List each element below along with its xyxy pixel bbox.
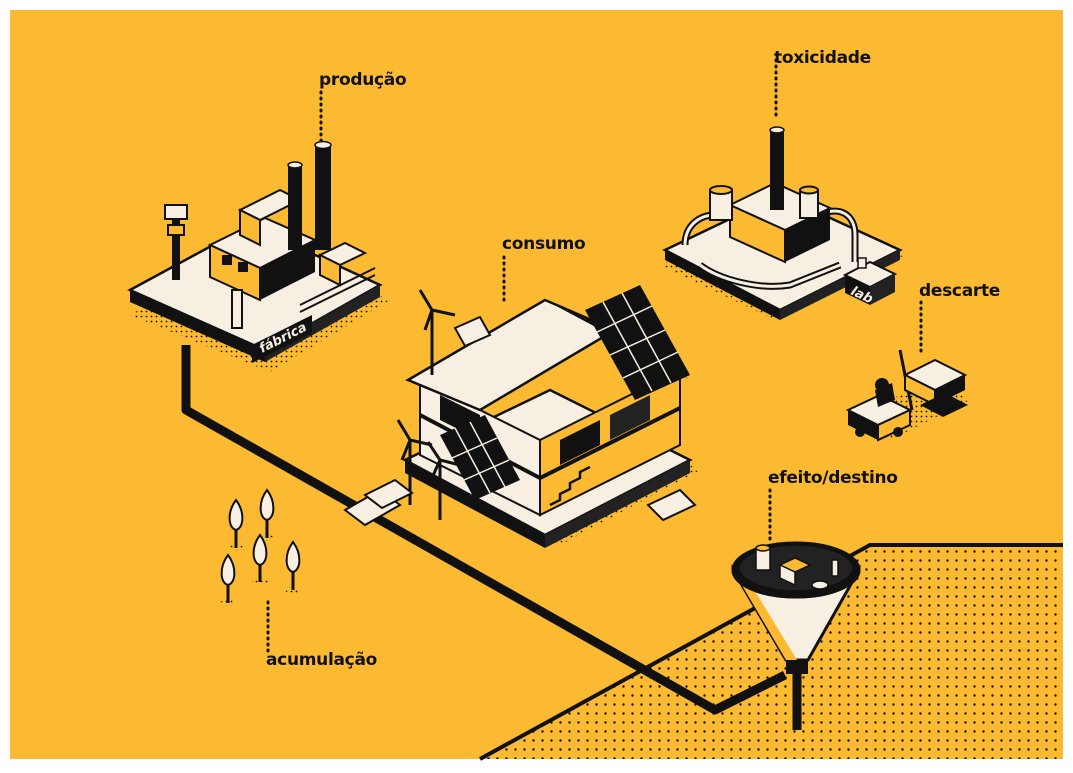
label-toxicidade: toxicidade (774, 48, 871, 68)
trees-group (220, 488, 301, 606)
label-acumulacao: acumulação (266, 650, 377, 670)
pipeline-line (181, 345, 788, 715)
funnel (731, 541, 861, 674)
house-cutaway (343, 285, 700, 548)
label-producao: produção (319, 70, 407, 90)
label-efeito-destino: efeito/destino (768, 468, 898, 488)
leader-lines (266, 58, 923, 657)
forklift-truck (845, 349, 970, 442)
factory: fábrica (127, 140, 390, 372)
label-descarte: descarte (919, 281, 1001, 301)
refinery-lab: lab (660, 126, 905, 320)
dotted-ground-area (479, 543, 1063, 761)
label-consumo: consumo (502, 234, 586, 254)
